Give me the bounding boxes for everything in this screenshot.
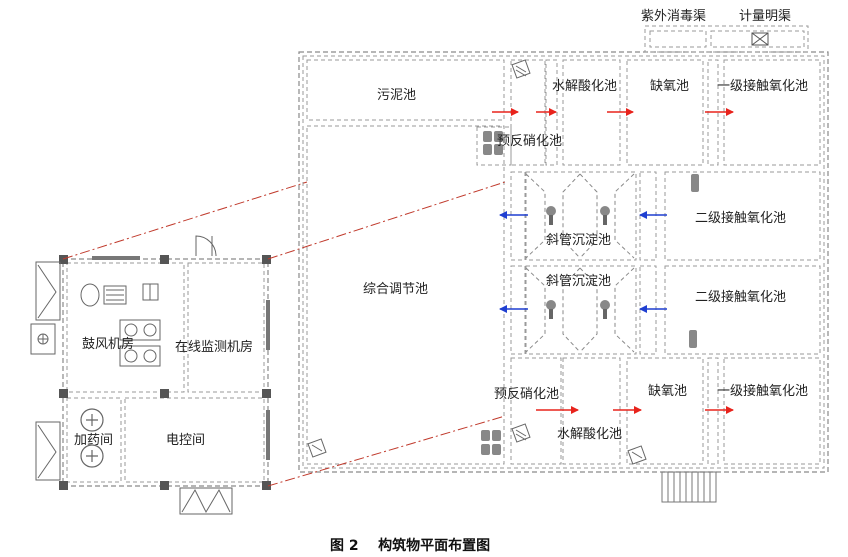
figure-caption: 图 2 构筑物平面布置图 xyxy=(330,537,490,554)
anoxic-tank-top xyxy=(626,59,704,166)
metering-channel xyxy=(710,30,805,48)
label-metering-channel: 计量明渠 xyxy=(739,9,791,24)
plan-labels: 紫外消毒渠 计量明渠 污泥池 水解酸化池 缺氧池 一级接触氧化池 预反硝化池 斜… xyxy=(74,9,808,554)
connection-lines xyxy=(62,181,506,487)
settling-hoppers xyxy=(525,173,635,353)
label-equalization: 综合调节池 xyxy=(363,282,428,297)
hydrolysis-tank-bottom xyxy=(562,357,621,465)
contact1-tank-bottom xyxy=(723,357,821,465)
label-predenit-bottom: 预反硝化池 xyxy=(494,387,559,402)
flow-arrows-forward xyxy=(492,108,734,414)
ladder-icon xyxy=(627,445,647,465)
label-settling-1: 斜管沉淀池 xyxy=(546,233,611,248)
pump-icon xyxy=(691,174,699,192)
ladder-icon xyxy=(511,423,531,443)
dosing-room xyxy=(66,397,122,483)
contact2-tank-a xyxy=(664,171,821,261)
uv-channel xyxy=(649,30,707,48)
structural-columns xyxy=(59,255,271,490)
equipment-building xyxy=(30,235,271,515)
contact1-tank-top xyxy=(723,59,821,166)
label-predenit-top: 预反硝化池 xyxy=(497,134,562,149)
label-control-room: 电控间 xyxy=(166,433,205,448)
pump-icon xyxy=(483,131,503,155)
valve-icon xyxy=(751,32,769,46)
predenit-bottom-box xyxy=(510,357,562,465)
door-icon xyxy=(35,421,61,481)
sludge-tank xyxy=(306,59,505,121)
label-blower-room: 鼓风机房 xyxy=(82,336,134,352)
label-hydrolysis-top: 水解酸化池 xyxy=(552,79,617,94)
label-hydrolysis-bottom: 水解酸化池 xyxy=(557,427,622,442)
door-icon xyxy=(30,261,61,355)
sludge-pump-icon xyxy=(546,206,610,319)
ladder-icon xyxy=(511,59,531,79)
label-dosing-room: 加药间 xyxy=(74,433,113,448)
pump-icon xyxy=(481,430,501,455)
monitor-room xyxy=(187,262,265,393)
hydrolysis-tank-top xyxy=(562,59,621,166)
label-settling-2: 斜管沉淀池 xyxy=(546,274,611,289)
label-contact2-b: 二级接触氧化池 xyxy=(695,289,786,305)
anoxic-tank-bottom xyxy=(626,357,704,465)
ladder-icon xyxy=(307,438,327,458)
blower-room xyxy=(66,262,185,393)
label-sludge-tank: 污泥池 xyxy=(377,88,416,103)
contact2-tank-b xyxy=(664,265,821,355)
label-uv-channel: 紫外消毒渠 xyxy=(641,9,706,24)
door-icon xyxy=(179,487,233,515)
blower-icon xyxy=(80,283,161,367)
settling-tank-2 xyxy=(525,265,637,355)
flow-arrows-return xyxy=(499,211,667,313)
dosing-tank-icon xyxy=(80,408,104,468)
channel-box xyxy=(644,25,809,53)
label-contact1-bottom: 一级接触氧化池 xyxy=(717,383,808,399)
label-monitor-room: 在线监测机房 xyxy=(175,339,253,355)
label-contact2-a: 二级接触氧化池 xyxy=(695,210,786,226)
pump-icon xyxy=(689,330,697,348)
exit-stair xyxy=(661,471,717,503)
equalization-tank xyxy=(306,125,505,465)
door-icon xyxy=(195,235,217,257)
label-anoxic-top: 缺氧池 xyxy=(650,79,689,94)
predenit-top-box xyxy=(476,126,512,166)
label-contact1-top: 一级接触氧化池 xyxy=(717,78,808,94)
settling-tank-1 xyxy=(525,171,637,261)
label-anoxic-bottom: 缺氧池 xyxy=(648,384,687,399)
